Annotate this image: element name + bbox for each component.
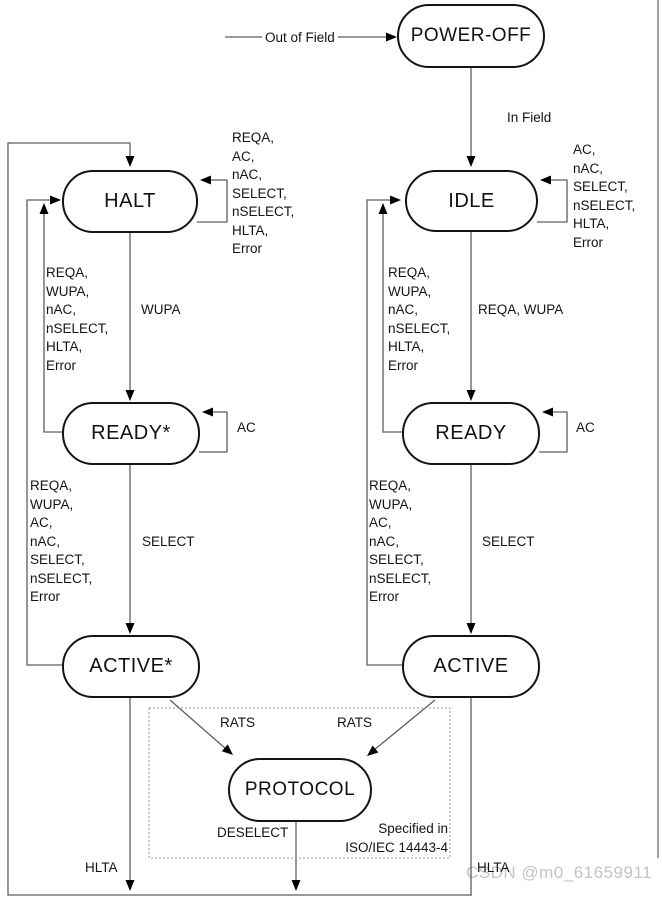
arrowhead-into-halt-top (125, 156, 135, 167)
arrowhead-into-idle-top (466, 156, 476, 167)
active-star-to-halt-line (26, 199, 62, 666)
arrowhead-ready-star-return (39, 203, 49, 214)
label-idle-return-upper: REQA, WUPA, nAC, nSELECT, HLTA, Error (388, 265, 451, 373)
arrowhead-into-halt-left (50, 195, 61, 205)
arrowhead-into-active (466, 623, 476, 634)
arrowhead-active-star-hlta (125, 880, 135, 891)
arrowhead-deselect (291, 880, 301, 891)
arrowhead-into-idle-left (390, 195, 401, 205)
label-wupa: WUPA (141, 302, 181, 317)
arrowhead-ready-self-loop (542, 407, 553, 417)
label-ac-right: AC (576, 420, 595, 435)
arrowhead-rats-left (221, 744, 233, 755)
arrowhead-into-ready-star (125, 390, 135, 401)
label-select-left: SELECT (142, 534, 195, 549)
hlta-outer-loop-line (7, 142, 472, 896)
state-power-off: POWER-OFF (397, 4, 545, 68)
arrowhead-into-power-off (386, 32, 397, 42)
state-ready-star: READY* (62, 402, 200, 465)
state-halt: HALT (62, 170, 198, 233)
iso14443-4-dotted-box (148, 707, 451, 859)
state-protocol: PROTOCOL (228, 758, 372, 822)
label-hlta-left: HLTA (85, 860, 118, 875)
arrowhead-halt-self-loop (200, 175, 211, 185)
arrowhead-into-ready (466, 390, 476, 401)
label-idle-return-lower: REQA, WUPA, AC, nAC, SELECT, nSELECT, Er… (369, 478, 432, 604)
label-in-field: In Field (507, 110, 552, 125)
arrowhead-idle-self-loop (540, 175, 551, 185)
ready-star-self-loop-line (199, 411, 228, 453)
label-select-right: SELECT (482, 534, 535, 549)
active-to-idle-line (366, 199, 402, 666)
arrowhead-into-active-star (125, 623, 135, 634)
ready-star-to-halt-line (43, 210, 62, 433)
halt-self-loop-line (197, 179, 228, 223)
idle-self-loop-line (537, 179, 568, 223)
arrowhead-ready-return (378, 203, 388, 214)
watermark: CSDN @m0_61659911 (466, 863, 653, 882)
arrowhead-rats-right (367, 745, 379, 756)
active-star-rats-line (169, 699, 227, 750)
label-hlta-right: HLTA (477, 860, 510, 875)
state-ready: READY (402, 402, 540, 465)
label-halt-return-lower: REQA, WUPA, AC, nAC, SELECT, nSELECT, Er… (30, 478, 93, 604)
label-rats-left: RATS (220, 715, 256, 730)
label-ac-left: AC (237, 420, 256, 435)
ready-to-idle-line (382, 210, 402, 433)
label-reqa-wupa: REQA, WUPA (478, 302, 564, 317)
state-active-star: ACTIVE* (62, 635, 200, 698)
ready-self-loop-line (539, 411, 568, 453)
state-idle: IDLE (405, 170, 538, 232)
label-specified-in-iso: Specified in ISO/IEC 14443-4 (345, 821, 448, 855)
label-halt-self-loop: REQA, AC, nAC, SELECT, nSELECT, HLTA, Er… (232, 130, 295, 256)
label-out-of-field: Out of Field (262, 29, 338, 48)
active-rats-line (373, 699, 436, 751)
label-deselect: DESELECT (217, 825, 289, 840)
state-active: ACTIVE (402, 635, 540, 698)
label-halt-return-upper: REQA, WUPA, nAC, nSELECT, HLTA, Error (46, 265, 109, 373)
label-idle-self-loop: AC, nAC, SELECT, nSELECT, HLTA, Error (573, 142, 636, 250)
arrowhead-ready-star-self-loop (202, 407, 213, 417)
label-rats-right: RATS (337, 715, 373, 730)
